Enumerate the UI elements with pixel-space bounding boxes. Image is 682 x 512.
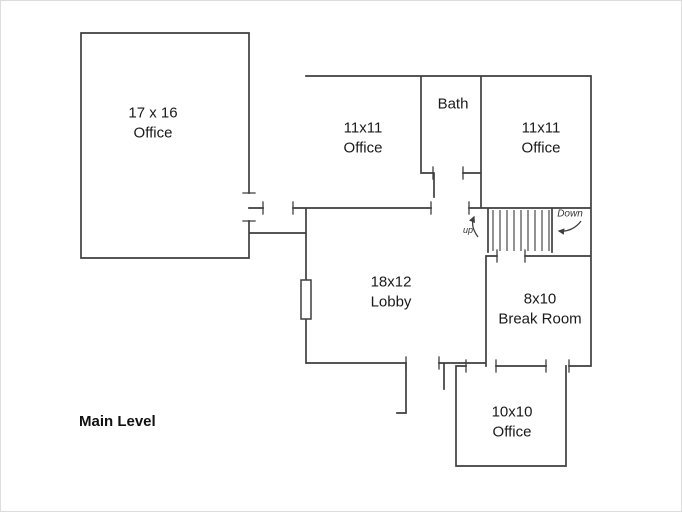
room-label-office-17x16: 17 x 16 Office (128, 104, 177, 143)
room-label-lobby: 18x12 Lobby (371, 273, 412, 312)
walls-path (80, 32, 592, 467)
stairs-up-label: up (462, 225, 474, 235)
room-label-office-11x11-right: 11x11 Office (522, 119, 561, 158)
stairs-down-label: Down (557, 208, 583, 220)
stairs-up-arrow (468, 215, 479, 238)
room-label-office-11x11-left: 11x11 Office (344, 119, 383, 158)
room-name-label: Lobby (370, 293, 412, 310)
room-size-label: 8x10 (523, 290, 557, 308)
room-label-bath: Bath (438, 94, 469, 114)
room-name-label: Bath (437, 95, 469, 113)
stairs-treads (492, 210, 550, 251)
door-jamb-ticks (242, 166, 570, 373)
room-size-label: 10x10 (491, 403, 533, 421)
room-name-label: Office (343, 139, 383, 156)
level-title: Main Level (79, 413, 156, 430)
room-size-label: 11x11 (521, 119, 561, 137)
room-name-label: Office (133, 124, 173, 141)
room-size-label: 17 x 16 (128, 104, 178, 122)
room-size-label: 11x11 (343, 119, 383, 137)
room-name-label: Office (492, 423, 532, 440)
lobby-window (300, 279, 312, 320)
room-name-label: Break Room (498, 310, 582, 327)
room-size-label: 18x12 (370, 273, 412, 291)
stairs-down-arrow (557, 220, 582, 235)
room-label-break-room: 8x10 Break Room (498, 290, 581, 329)
room-name-label: Office (521, 139, 561, 156)
room-label-office-10x10: 10x10 Office (492, 403, 533, 442)
